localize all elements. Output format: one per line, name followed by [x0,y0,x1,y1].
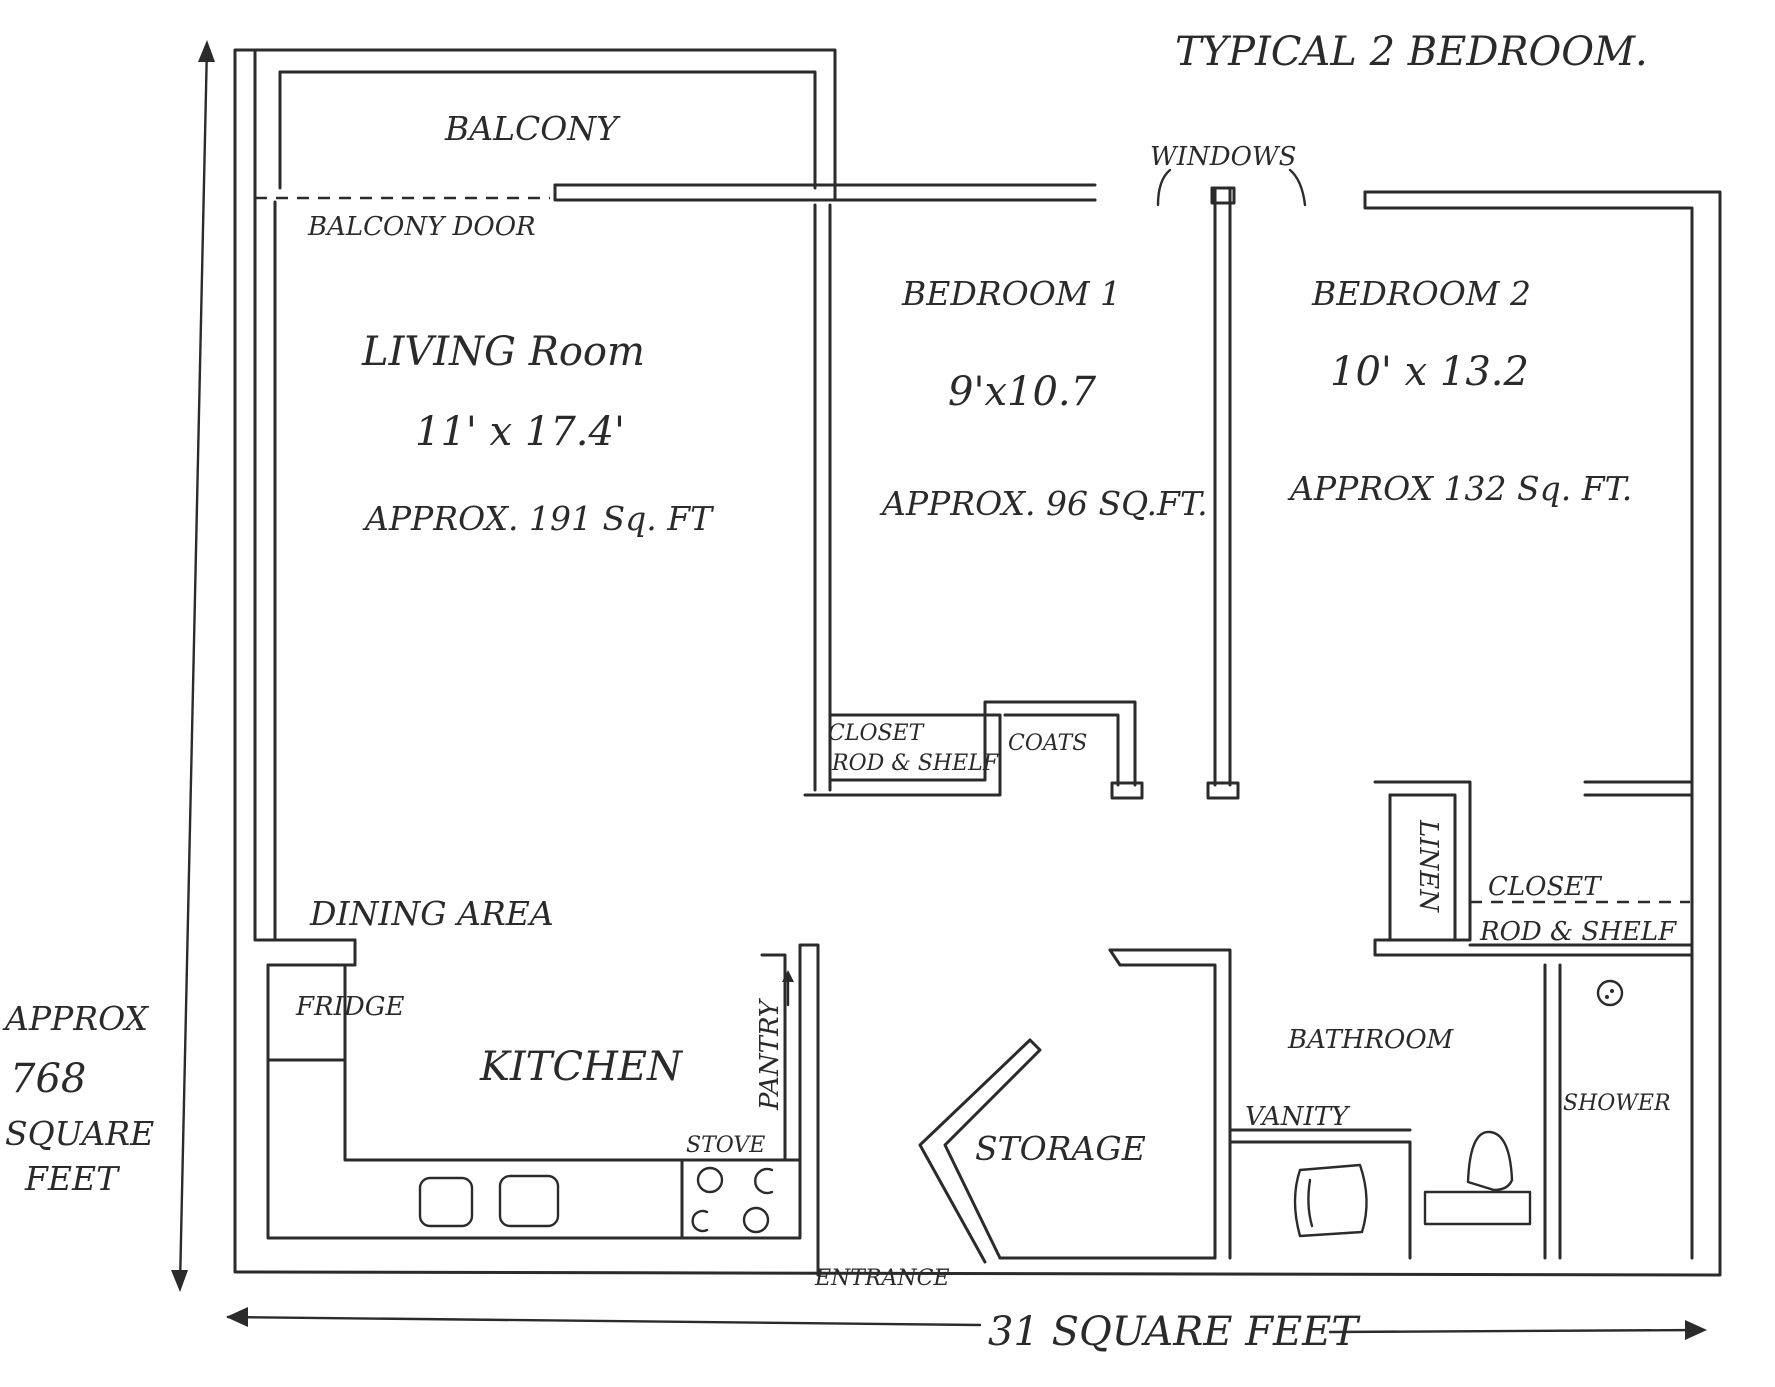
bathroom-label: BATHROOM [1287,1025,1455,1055]
vanity-sink [1293,1163,1368,1238]
closet1-label: CLOSET [828,721,926,746]
total-area-line3: SQUARE [5,1114,154,1153]
linen-label: LINEN [1413,819,1443,913]
page-title: TYPICAL 2 BEDROOM. [1175,29,1648,75]
total-area-line4: FEET [24,1159,121,1198]
stove-burners [691,1166,774,1234]
living-room-area: APPROX. 191 Sq. FT [362,499,715,538]
shower-head-icon [1596,979,1624,1007]
kitchen-sink [418,1174,560,1228]
width-arrow [226,1307,1707,1340]
closet1-rod-label: ROD & SHELF [831,751,999,776]
vanity-label: VANITY [1245,1102,1351,1132]
windows-label: WINDOWS [1150,142,1296,172]
dining-area-label: DINING AREA [309,894,554,933]
pantry-arrow [782,970,794,1007]
bedroom1-label: BEDROOM 1 [901,274,1121,313]
windows-arrows [1156,168,1307,207]
shower-label: SHOWER [1563,1091,1671,1116]
fridge-label: FRIDGE [295,992,405,1022]
kitchen-label: KITCHEN [479,1044,684,1090]
bedroom1-size: 9'x10.7 [948,369,1097,415]
walls [233,48,1722,1277]
entrance-label: ENTRANCE [814,1266,950,1291]
total-area-line2: 768 [10,1056,86,1102]
pantry-label: PANTRY [755,997,785,1111]
balcony-label: BALCONY [444,109,621,148]
bedroom1-area: APPROX. 96 SQ.FT. [879,484,1208,523]
storage-label: STORAGE [975,1129,1146,1168]
stove-label: STOVE [686,1133,765,1158]
width-label: 31 SQUARE FEET [988,1309,1361,1355]
coats-label: COATS [1008,731,1087,756]
bedroom2-area: APPROX 132 Sq. FT. [1287,469,1632,508]
closet2-label: CLOSET [1488,872,1602,902]
height-arrow [171,40,215,1292]
toilet [1423,1130,1532,1226]
total-area-line1: APPROX [2,999,150,1038]
balcony-door-label: BALCONY DOOR [307,212,536,242]
bedroom2-size: 10' x 13.2 [1330,349,1529,395]
bedroom2-label: BEDROOM 2 [1311,274,1531,313]
living-room-label: LIVING Room [361,329,645,375]
living-room-size: 11' x 17.4' [415,409,625,455]
closet2-rod-label: ROD & SHELF [1479,917,1677,947]
